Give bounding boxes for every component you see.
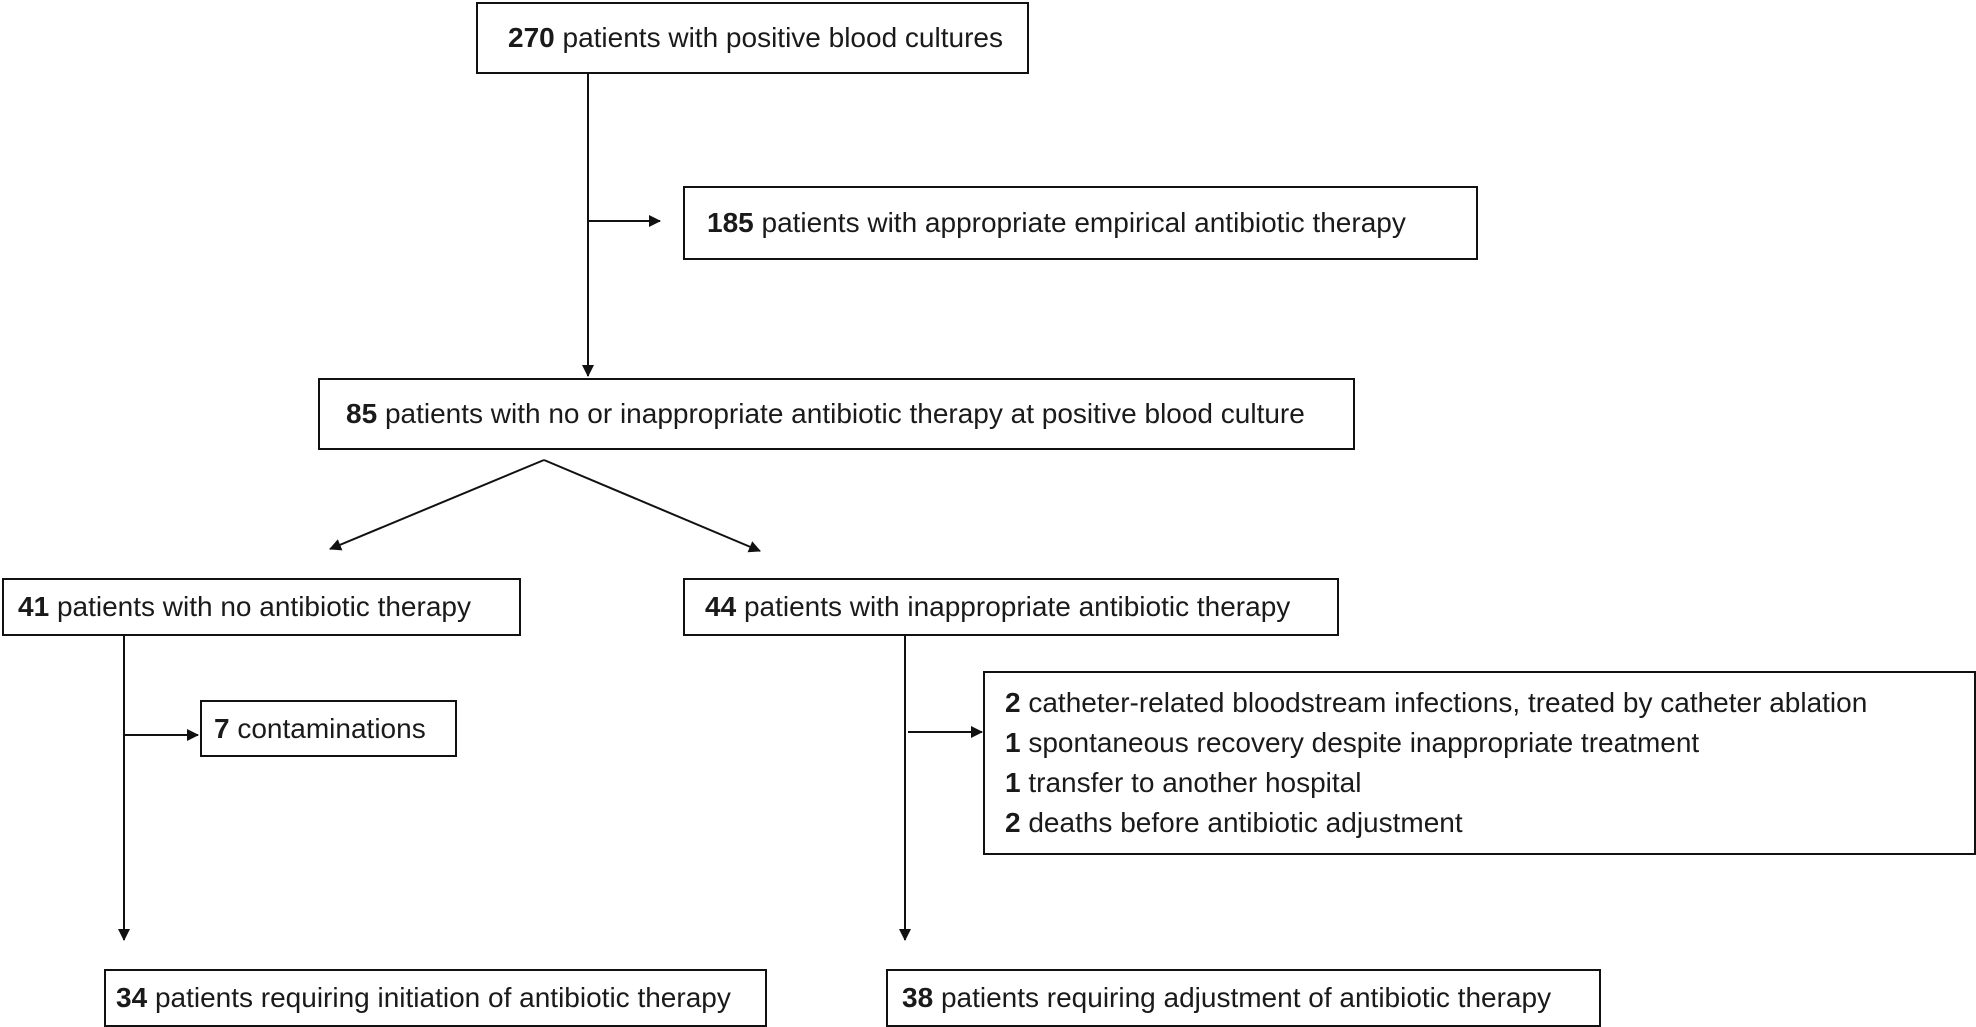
exclusion-label: spontaneous recovery despite inappropria… bbox=[1028, 727, 1700, 758]
box-exclusions: 2 catheter-related bloodstream infection… bbox=[983, 671, 1976, 855]
count-contaminations: 7 bbox=[214, 712, 230, 744]
exclusion-label: catheter-related bloodstream infections,… bbox=[1028, 687, 1868, 718]
exclusion-count: 1 bbox=[1005, 727, 1021, 758]
label-appropriate: patients with appropriate empirical anti… bbox=[761, 207, 1406, 238]
exclusion-item: 1 transfer to another hospital bbox=[1005, 763, 1974, 803]
exclusion-item: 2 catheter-related bloodstream infection… bbox=[1005, 683, 1974, 723]
exclusion-count: 2 bbox=[1005, 807, 1021, 838]
exclusion-item: 2 deaths before antibiotic adjustment bbox=[1005, 803, 1974, 843]
label-no-therapy: patients with no antibiotic therapy bbox=[56, 591, 471, 622]
label-inappropriate: patients with inappropriate antibiotic t… bbox=[743, 591, 1291, 622]
box-adjustment: 38 patients requiring adjustment of anti… bbox=[886, 969, 1601, 1027]
label-inappropriate-total: patients with no or inappropriate antibi… bbox=[384, 398, 1305, 429]
count-inappropriate-total: 85 bbox=[346, 398, 378, 429]
exclusion-item: 1 spontaneous recovery despite inappropr… bbox=[1005, 723, 1974, 763]
count-no-therapy: 41 bbox=[18, 591, 50, 622]
box-contaminations: 7 contaminations bbox=[200, 700, 457, 757]
exclusion-count: 2 bbox=[1005, 687, 1021, 718]
count-initiation: 34 bbox=[116, 982, 148, 1013]
label-adjustment: patients requiring adjustment of antibio… bbox=[940, 982, 1552, 1013]
count-appropriate: 185 bbox=[707, 207, 754, 238]
box-initiation: 34 patients requiring initiation of anti… bbox=[104, 969, 767, 1027]
arrow-85-to-44 bbox=[543, 459, 761, 553]
box-inappropriate-therapy: 44 patients with inappropriate antibioti… bbox=[683, 578, 1339, 636]
count-adjustment: 38 bbox=[902, 982, 934, 1013]
box-no-or-inappropriate: 85 patients with no or inappropriate ant… bbox=[318, 378, 1355, 450]
label-contaminations: contaminations bbox=[237, 712, 426, 744]
box-appropriate-therapy: 185 patients with appropriate empirical … bbox=[683, 186, 1478, 260]
arrow-85-to-41 bbox=[329, 459, 545, 551]
count-total: 270 bbox=[508, 22, 555, 53]
count-inappropriate: 44 bbox=[705, 591, 737, 622]
label-total: patients with positive blood cultures bbox=[562, 22, 1003, 53]
box-no-therapy: 41 patients with no antibiotic therapy bbox=[2, 578, 521, 636]
exclusion-label: deaths before antibiotic adjustment bbox=[1028, 807, 1463, 838]
exclusion-count: 1 bbox=[1005, 767, 1021, 798]
exclusion-label: transfer to another hospital bbox=[1028, 767, 1362, 798]
box-total-patients: 270 patients with positive blood culture… bbox=[476, 2, 1029, 74]
label-initiation: patients requiring initiation of antibio… bbox=[154, 982, 731, 1013]
